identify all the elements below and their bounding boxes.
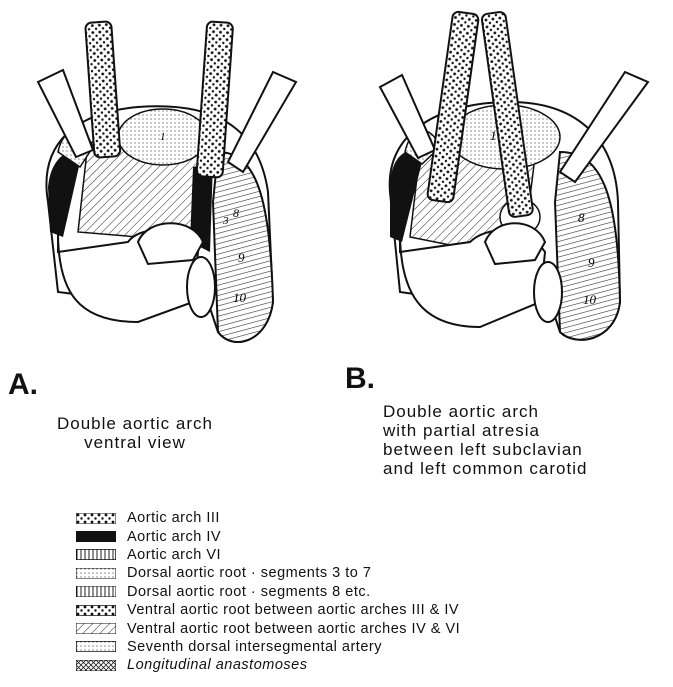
legend-label: Dorsal aortic root · segments 8 etc. [127,584,371,600]
legend-row: Dorsal aortic root · segments 8 etc. [76,583,646,601]
legend-label: Seventh dorsal intersegmental artery [127,639,382,655]
figure-b-number-8: 8 [578,210,585,225]
pulmonary-trunk-opening [534,262,562,322]
pulmonary-trunk-opening [187,257,215,317]
figure-a-number-10: 10 [233,290,247,305]
figure-b-number-9: 9 [588,255,595,270]
legend-swatch-diagonal [76,623,116,634]
figure-a-number-3: 3 [222,215,229,227]
legend-label: Aortic arch VI [127,547,221,563]
trunk-stub [138,223,203,264]
legend-row: Aortic arch VI [76,546,646,564]
caption-a: Double aortic arch ventral view [57,414,213,452]
legend-row: Dorsal aortic root · segments 3 to 7 [76,564,646,582]
legend-row: Longitudinal anastomoses [76,656,646,674]
legend-row: Seventh dorsal intersegmental artery [76,638,646,656]
legend-swatch-fine-dots [76,568,116,579]
legend-swatch-fine-grid [76,641,116,652]
figure-b-number-1: 1 [490,128,497,143]
legend-row: Ventral aortic root between aortic arche… [76,619,646,637]
caption-a-line: ventral view [57,433,213,452]
legend-label: Dorsal aortic root · segments 3 to 7 [127,565,371,581]
legend-label: Aortic arch III [127,510,220,526]
caption-b-line: and left common carotid [383,459,587,478]
legend-row: Ventral aortic root between aortic arche… [76,601,646,619]
legend-label: Ventral aortic root between aortic arche… [127,621,460,637]
legend-swatch-coarse-dots [76,605,116,616]
legend-swatch-stipple [76,513,116,524]
figure-a-number-8: 8 [233,206,239,220]
panel-letter-b: B. [345,362,375,396]
legend-swatch-crosshatch [76,660,116,671]
caption-a-line: Double aortic arch [57,414,213,433]
legend-swatch-fine-vertical [76,586,116,597]
legend-row: Aortic arch IV [76,527,646,545]
caption-b-line: between left subclavian [383,440,587,459]
figure-b-diagram: 1 8 9 10 [350,2,668,360]
legend-swatch-vertical-bars [76,549,116,560]
right-carotid-branch [228,72,296,172]
trunk-stub [485,223,545,264]
caption-b-line: with partial atresia [383,421,587,440]
legend-swatch-solid [76,531,116,542]
caption-b-line: Double aortic arch [383,402,587,421]
figure-a-diagram: 1 3 8 9 10 [18,2,318,360]
panel-letter-a: A. [8,368,38,402]
caption-b: Double aortic arch with partial atresia … [383,402,587,478]
legend: Aortic arch III Aortic arch IV Aortic ar… [76,509,646,675]
figure-a-number-1: 1 [160,131,166,143]
legend-label: Aortic arch IV [127,529,221,545]
legend-label: Ventral aortic root between aortic arche… [127,602,459,618]
figure-b-number-10: 10 [583,292,597,307]
legend-row: Aortic arch III [76,509,646,527]
figure-a-number-9: 9 [238,250,245,265]
legend-label: Longitudinal anastomoses [127,657,307,673]
